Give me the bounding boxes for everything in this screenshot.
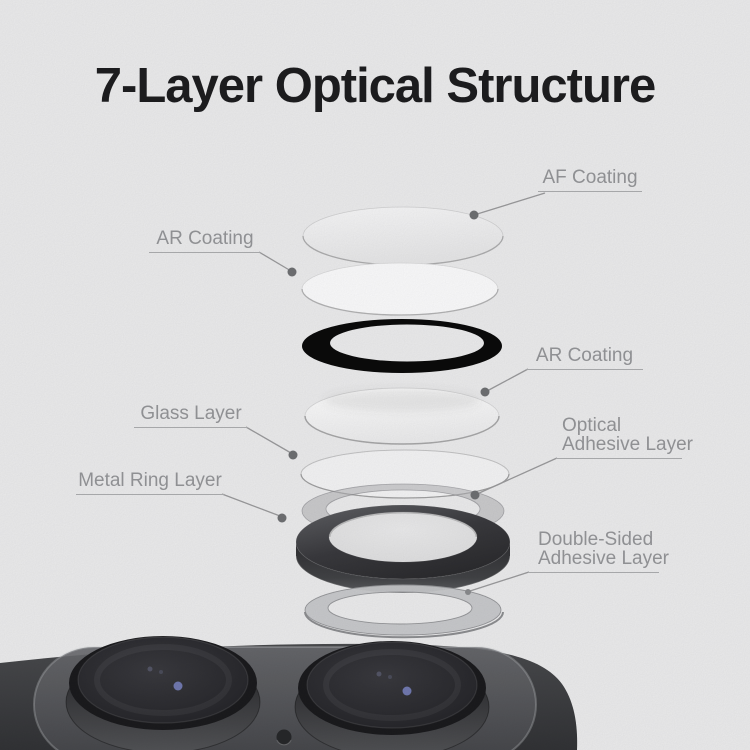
- label-double-sided-adhesive-layer: Double-Sided Adhesive Layer: [528, 529, 669, 573]
- label-ar-coating-right: AR Coating: [526, 346, 643, 370]
- label-text: AR Coating: [535, 345, 634, 366]
- label-glass-layer: Glass Layer: [134, 404, 248, 428]
- label-text: Optical: [562, 415, 622, 436]
- page-title: 7-Layer Optical Structure: [94, 59, 656, 113]
- label-ar-coating-left: AR Coating: [149, 229, 261, 253]
- label-af-coating: AF Coating: [538, 168, 642, 192]
- label-text: Glass Layer: [140, 403, 242, 424]
- label-text: AR Coating: [156, 228, 254, 249]
- label-text: AF Coating: [542, 167, 638, 188]
- label-metal-ring-layer: Metal Ring Layer: [76, 471, 224, 495]
- label-optical-adhesive-layer: Optical Adhesive Layer: [556, 415, 693, 459]
- label-text: Double-Sided: [538, 529, 654, 550]
- label-text: Adhesive Layer: [538, 548, 669, 569]
- label-text: Metal Ring Layer: [78, 470, 222, 491]
- label-text: Adhesive Layer: [562, 434, 693, 455]
